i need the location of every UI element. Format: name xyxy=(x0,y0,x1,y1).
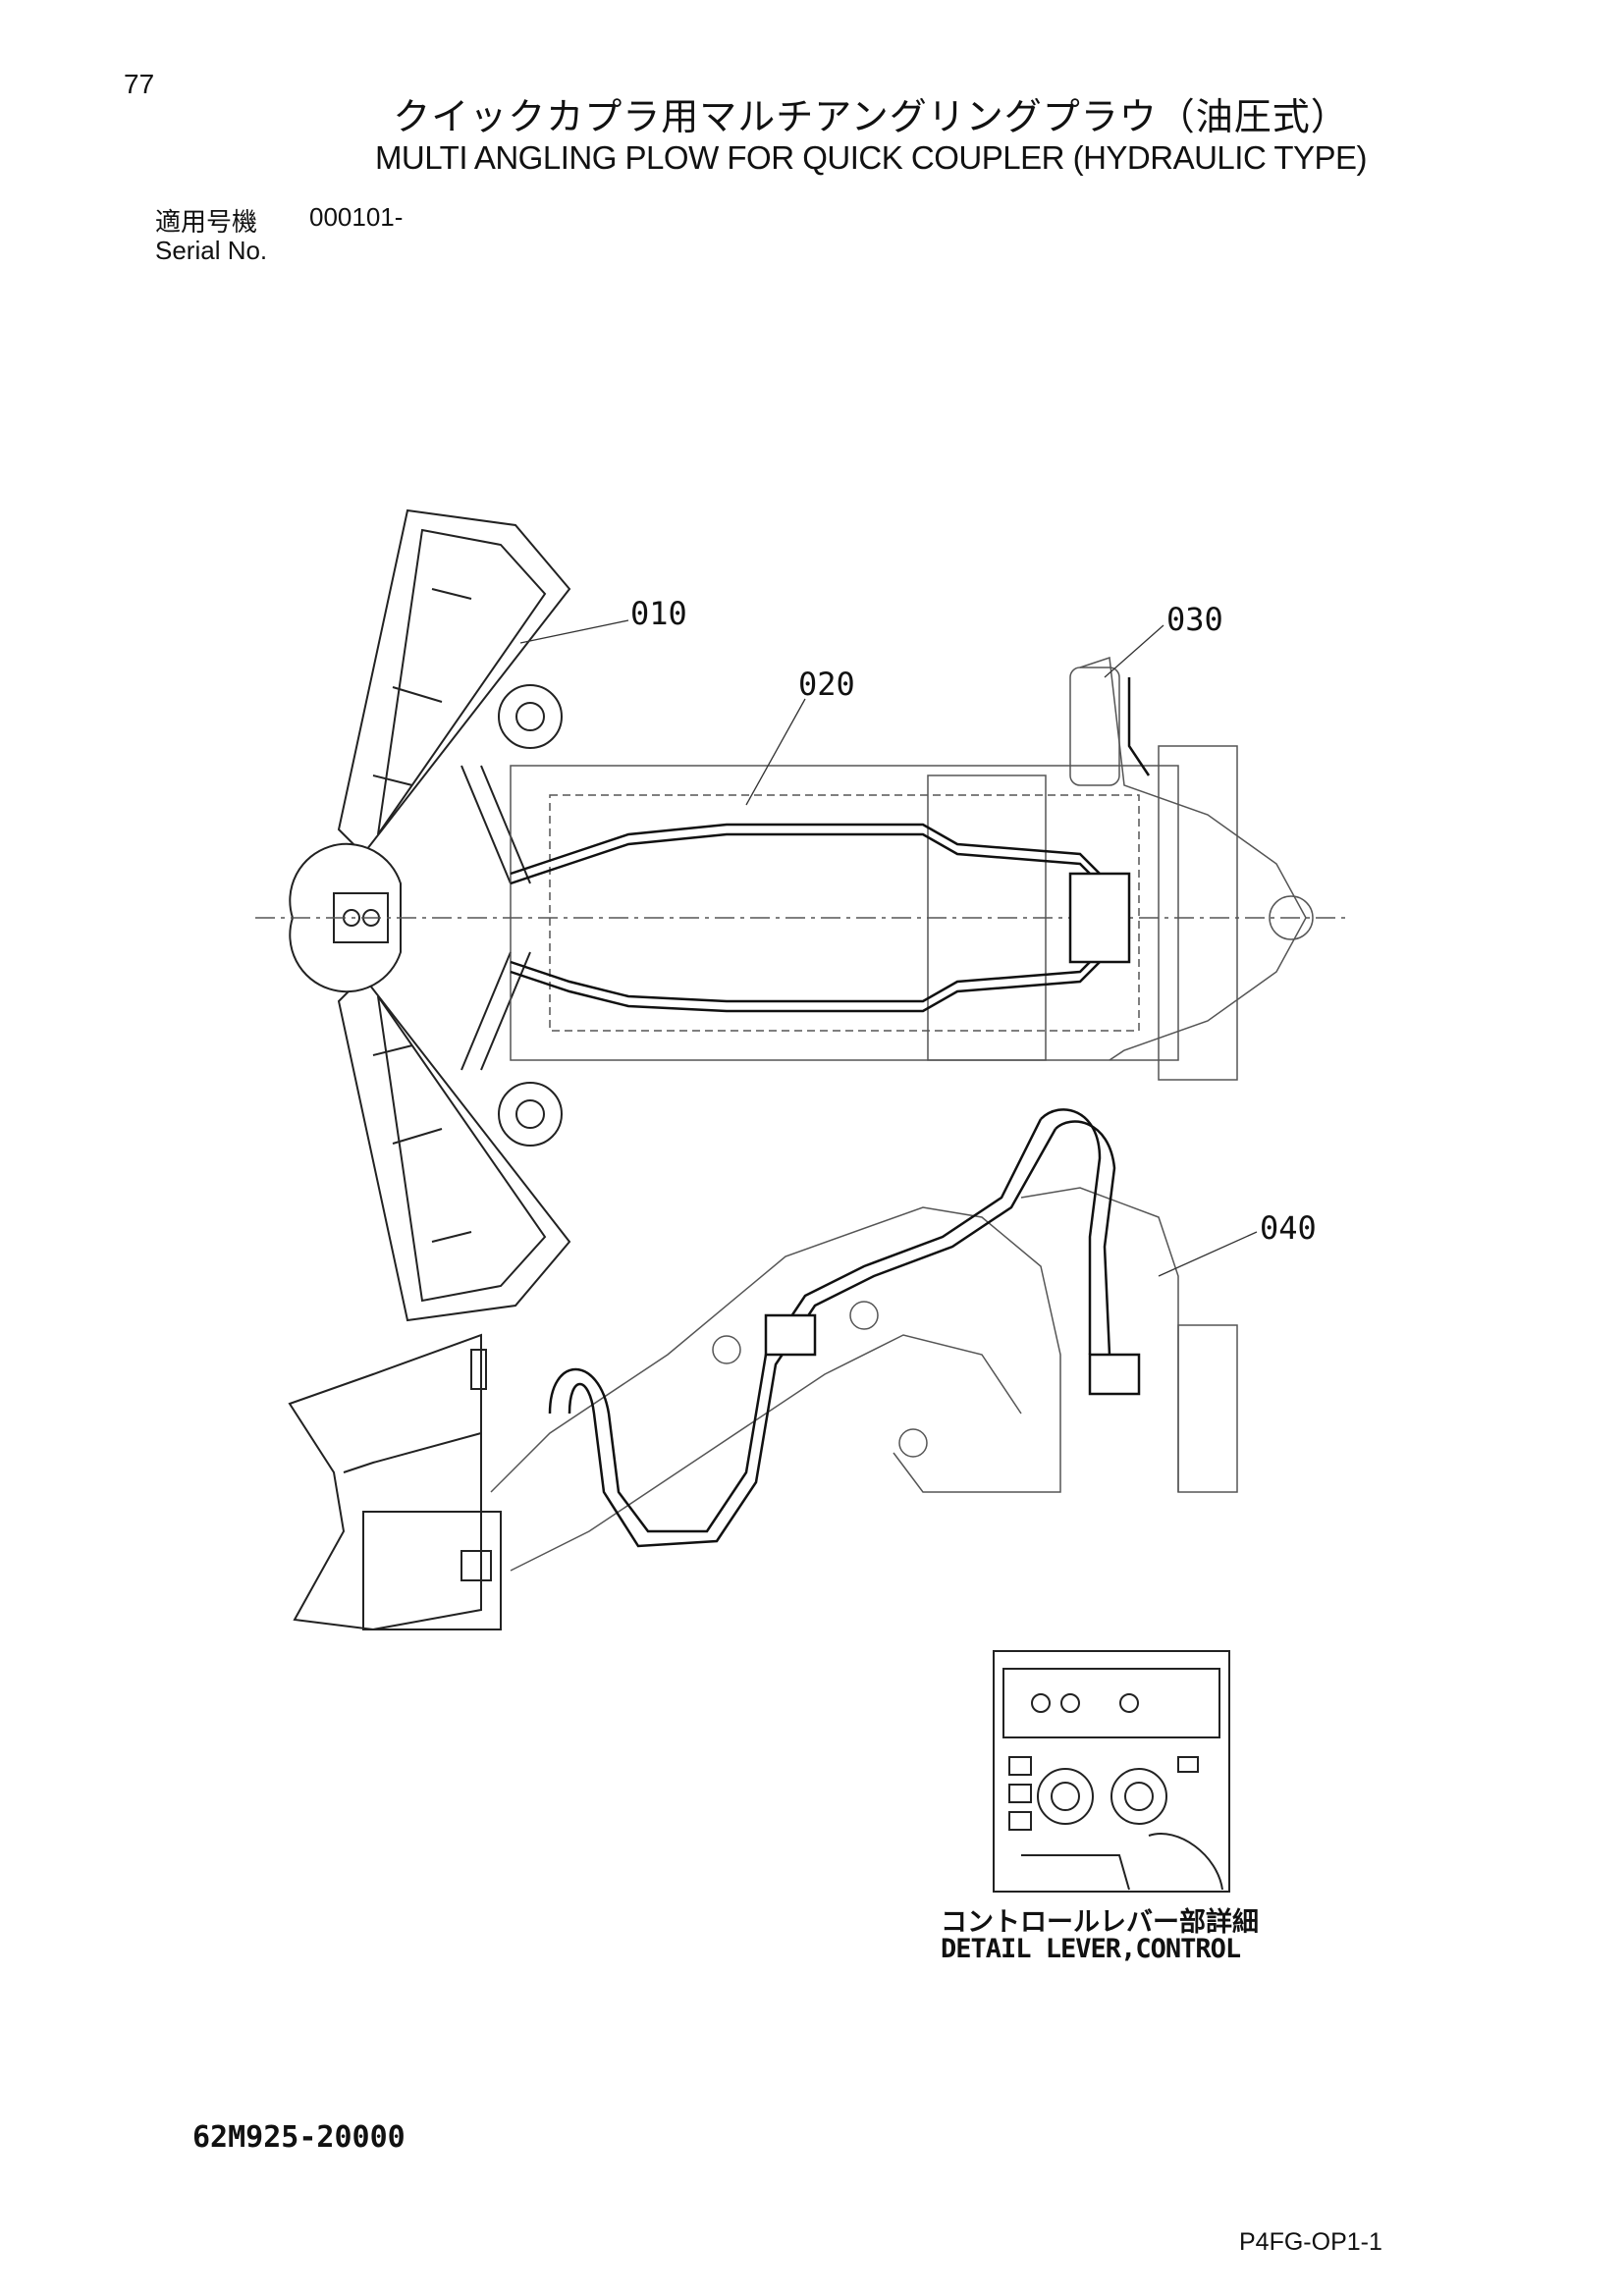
title-english: MULTI ANGLING PLOW FOR QUICK COUPLER (HY… xyxy=(374,139,1368,176)
title-japanese: クイックカプラ用マルチアングリングプラウ（油圧式） xyxy=(393,95,1349,138)
callout-010: 010 xyxy=(630,595,687,632)
hose-routing-top-view xyxy=(510,677,1151,1013)
boom-side-view xyxy=(490,1187,1238,1572)
plow-top-view xyxy=(289,508,571,1322)
detail-caption-japanese: コントロールレバー部詳細 xyxy=(941,1907,1259,1938)
callout-020: 020 xyxy=(798,666,855,703)
hose-routing-side-view xyxy=(548,1108,1141,1548)
detail-caption-english: DETAIL LEVER,CONTROL xyxy=(941,1934,1241,1964)
drawing-number: 62M925-20000 xyxy=(192,2120,406,2155)
machine-chassis-top-view xyxy=(255,656,1345,1081)
control-lever-detail xyxy=(993,1650,1230,1893)
plow-side-view xyxy=(288,1333,502,1631)
callout-040: 040 xyxy=(1260,1209,1317,1247)
callout-030: 030 xyxy=(1166,601,1223,638)
page-number: 77 xyxy=(124,69,155,99)
serial-label-english: Serial No. xyxy=(155,236,268,265)
serial-label-japanese: 適用号機 xyxy=(155,208,258,238)
callout-leaders xyxy=(519,619,1258,1277)
serial-number-value: 000101- xyxy=(309,202,404,232)
sheet-code: P4FG-OP1-1 xyxy=(1239,2228,1382,2256)
